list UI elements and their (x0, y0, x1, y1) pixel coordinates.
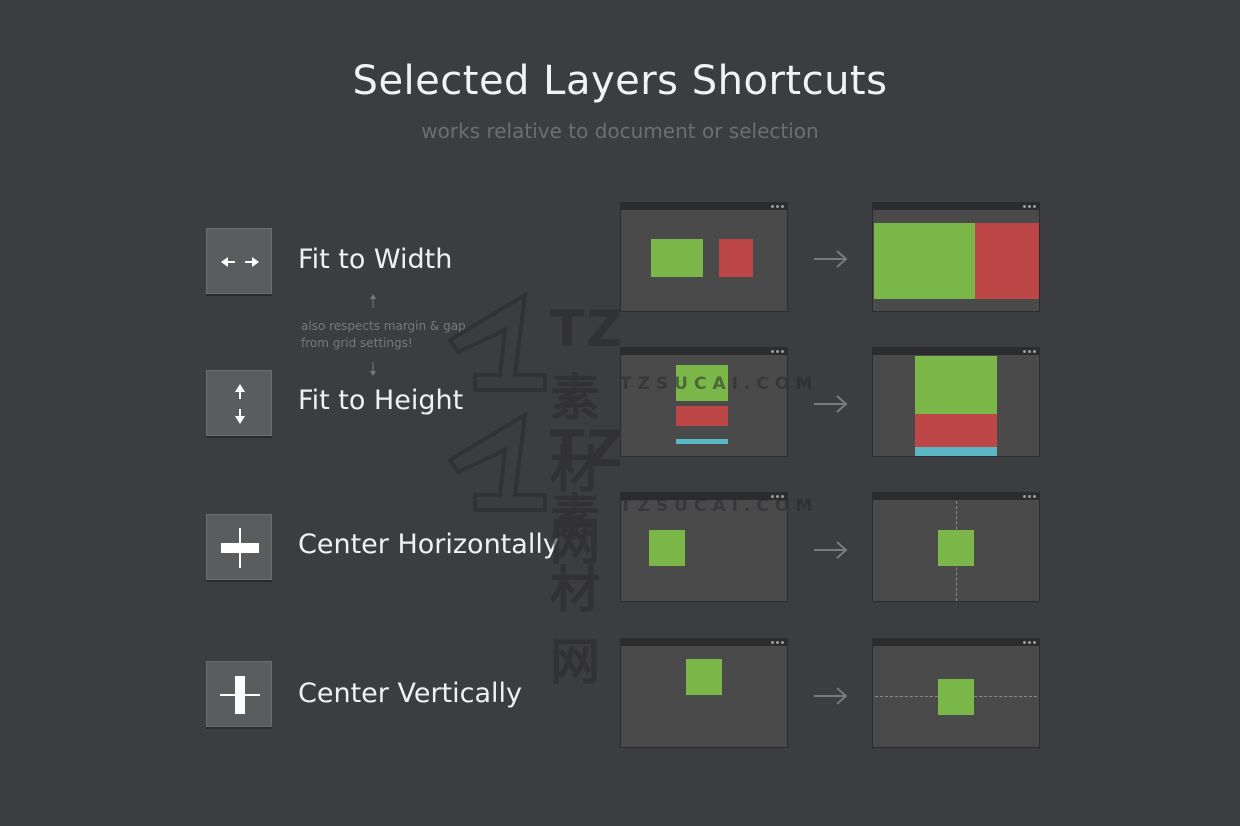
green-layer (938, 530, 974, 566)
watermark-name: TZ素材网 (550, 420, 625, 691)
arrow-right-icon (814, 250, 848, 268)
cyan-layer (676, 439, 728, 444)
arrow-right-icon (814, 687, 848, 705)
fit-to-height-button[interactable] (206, 370, 272, 436)
red-layer (975, 223, 1039, 299)
grid-settings-note: also respects margin & gap from grid set… (301, 319, 466, 350)
fit-height-after-window (872, 347, 1040, 457)
page-title: Selected Layers Shortcuts (352, 58, 888, 104)
green-layer (686, 659, 722, 695)
fit-height-before-window (620, 347, 788, 457)
center-vertical-before-window (620, 638, 788, 748)
fit-to-width-button[interactable] (206, 228, 272, 294)
center-vertical-icon (220, 676, 260, 714)
page-subtitle: works relative to document or selection (421, 119, 819, 143)
center-horizontally-button[interactable] (206, 514, 272, 580)
green-layer (874, 223, 975, 299)
vertical-arrows-icon (235, 384, 245, 424)
fit-to-height-label: Fit to Height (298, 385, 464, 416)
note-arrows-icon (370, 294, 376, 376)
center-vertical-after-window (872, 638, 1040, 748)
fit-width-before-window (620, 202, 788, 312)
center-horizontal-after-window (872, 492, 1040, 602)
red-layer (676, 406, 728, 426)
green-layer (676, 365, 728, 401)
horizontal-arrows-icon (221, 257, 259, 267)
watermark-name: TZ素材网 (550, 300, 625, 571)
red-layer (915, 414, 997, 447)
red-layer (719, 239, 753, 277)
center-horizontal-icon (221, 528, 259, 568)
center-horizontally-label: Center Horizontally (298, 529, 559, 560)
arrow-right-icon (814, 541, 848, 559)
fit-to-width-label: Fit to Width (298, 244, 453, 275)
green-layer (649, 530, 685, 566)
green-layer (915, 356, 997, 414)
arrow-right-icon (814, 395, 848, 413)
center-vertically-button[interactable] (206, 661, 272, 727)
fit-width-after-window (872, 202, 1040, 312)
green-layer (938, 679, 974, 715)
cyan-layer (915, 447, 997, 456)
green-layer (651, 239, 703, 277)
center-horizontal-before-window (620, 492, 788, 602)
center-vertically-label: Center Vertically (298, 678, 523, 709)
